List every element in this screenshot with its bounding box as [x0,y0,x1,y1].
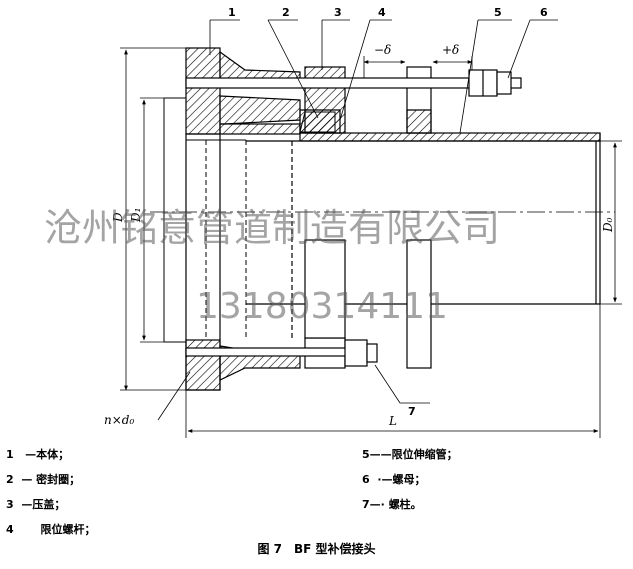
label-D: D [111,212,125,223]
label-D0: D₀ [601,217,615,233]
leaders [157,19,558,421]
label-D1: D₁ [129,208,143,223]
limit-lugs [304,66,432,369]
legend-item-1: 1 —本体； [6,448,70,461]
flange-upper [185,47,301,135]
label-L: L [388,414,397,428]
callout-4: 4 [378,6,386,19]
callout-3: 3 [334,6,342,19]
callout-6: 6 [540,6,548,19]
legend-item-5: 5——限位伸缩管； [362,448,458,461]
legend-item-2: 2 — 密封圈； [6,473,81,486]
figure-caption: 图 7 BF 型补偿接头 [257,542,376,556]
callout-7: 7 [408,405,416,418]
telescopic-pipe-5 [246,132,601,340]
legend-item-6: 6 ·—螺母； [362,473,426,486]
flange-neck [163,97,247,343]
legend-item-3: 3 —压盖； [6,498,66,511]
legend-item-4: 4 限位螺杆； [6,523,96,536]
seal-ring-2 [299,111,336,133]
dimension-labels: −δ +δ D D₁ D₀ L n×d₀ [104,43,615,428]
label-holes: n×d₀ [104,413,134,427]
legend-item-7: 7—· 螺柱。 [362,498,422,511]
stud-7 [185,339,378,367]
callout-labels: 1 2 3 4 5 6 7 [228,6,548,418]
callout-5: 5 [494,6,502,19]
limit-bolt-4 [185,69,522,97]
callout-2: 2 [282,6,290,19]
dim-D [120,47,622,391]
label-minus-delta: −δ [374,43,391,57]
callout-1: 1 [228,6,236,19]
label-plus-delta: +δ [442,43,459,57]
dim-L [185,304,601,438]
